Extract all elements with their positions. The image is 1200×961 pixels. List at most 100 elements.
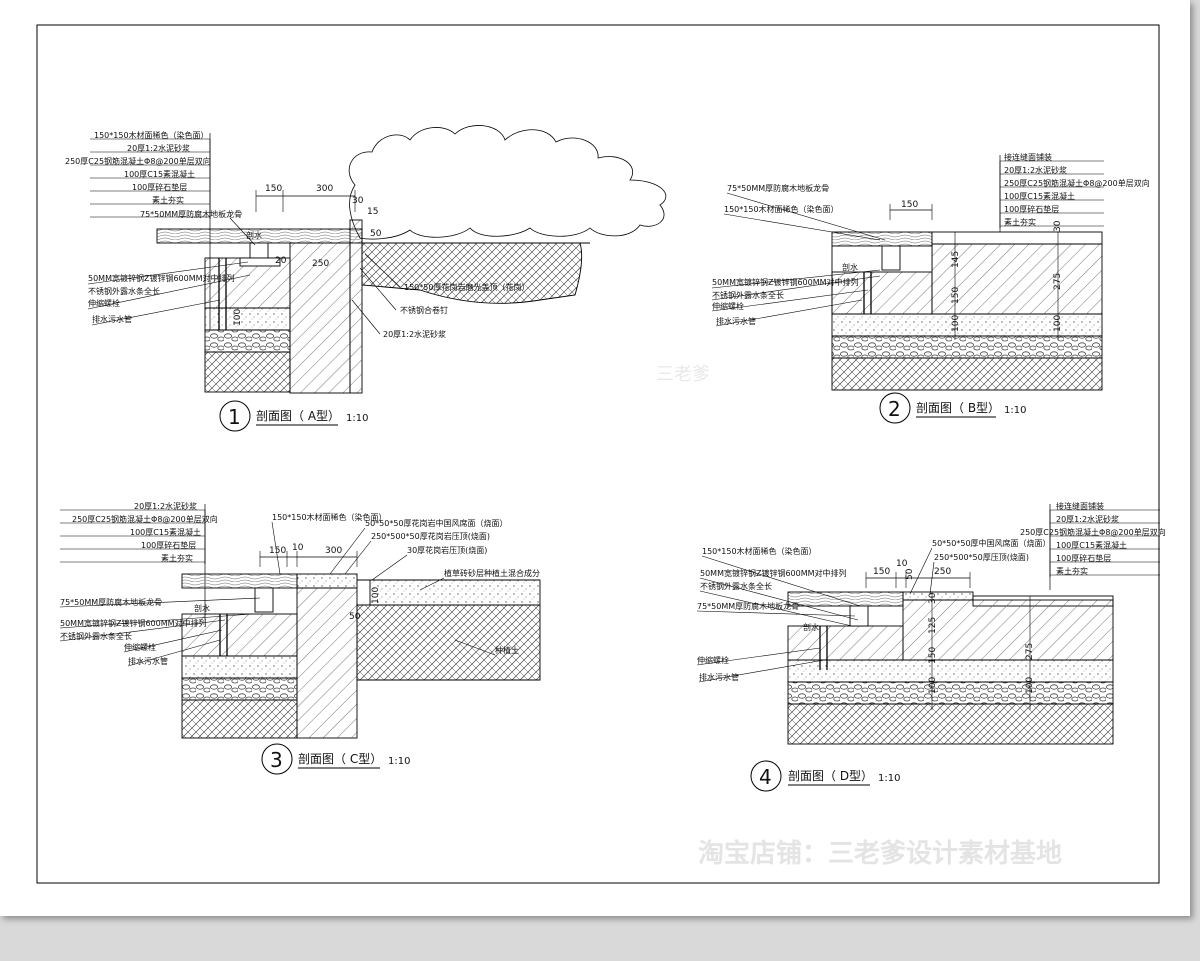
section-d-number: 4 [759, 765, 772, 789]
leader-line [711, 269, 881, 289]
rc-slab-low [787, 625, 904, 661]
leader-line [699, 577, 859, 621]
section-a-number: 1 [228, 405, 241, 429]
section-d-number-circle [750, 760, 782, 792]
section-c-top-callout-1: 150*150木材面稀色（染色面） [272, 512, 387, 522]
section-b-number: 2 [888, 397, 901, 421]
stone-cap [296, 573, 358, 589]
section-d-callout-3: 75*50MM厚防腐木地板龙骨 [697, 601, 799, 611]
section-d-layer-3: 250厚C25钢筋混凝土Φ8@200单层双向 [1020, 527, 1166, 537]
section-a: 150*150木材面稀色（染色面） 20厚1:2水泥砂浆 250厚C25钢筋混凝… [65, 130, 529, 432]
leader-line [726, 192, 886, 241]
section-c-dim-100: 100 [371, 587, 381, 604]
section-d-layer-1: 接连缝面铺装 [1056, 501, 1104, 511]
leader-line [723, 213, 881, 241]
section-a-title: 剖面图（ A型） [256, 409, 340, 423]
section-d-callout-2: 不锈钢外露水条全长 [700, 581, 772, 591]
leader-line [271, 521, 281, 575]
section-b-number-circle [879, 392, 911, 424]
section-b-dim-275: 275 [1053, 273, 1063, 290]
section-d-layer-4: 100厚C15素混凝土 [1056, 540, 1127, 550]
leader-line [699, 590, 853, 627]
stone-cap [349, 219, 363, 394]
paving [931, 231, 1103, 245]
plain-concrete [787, 659, 1114, 683]
leader-line [359, 267, 397, 311]
tree-canopy [348, 125, 667, 240]
section-c-top-callout-5: 植草砖砂层种植土混合成分 [444, 568, 540, 578]
joist [249, 242, 269, 259]
section-c-layer-5: 素土夯实 [161, 553, 193, 563]
leader-line [909, 547, 933, 595]
section-b-callout-6: 排水污水管 [716, 316, 756, 326]
section-d-layer-5: 100厚碎石垫层 [1056, 553, 1111, 563]
section-b-dim-150b: 150 [951, 287, 961, 304]
section-b-dim-100b: 100 [1053, 315, 1063, 332]
gravel-layer [787, 681, 1114, 705]
section-d-top-callout-3: 250*500*50厚压顶(烧面) [934, 552, 1029, 562]
gravel-layer [181, 677, 298, 701]
section-b-layer-3: 250厚C25钢筋混凝土Φ8@200单层双向 [1004, 178, 1150, 188]
leader-line [87, 274, 251, 310]
section-a-dim-100: 100 [233, 309, 243, 326]
section-c-side-note: 剖水 [194, 603, 210, 613]
section-b-layer-1: 接连缝面铺装 [1004, 152, 1052, 162]
section-b-dim-30: 30 [1053, 220, 1063, 232]
section-c-callout-5: 排水污水管 [128, 656, 168, 666]
section-d-dim-10: 10 [896, 559, 908, 569]
rc-slab [902, 599, 1114, 661]
wood-deck [787, 591, 904, 607]
leader-line [344, 540, 372, 575]
section-a-callout-3: 不锈钢外露水条全长 [88, 286, 160, 296]
compacted-soil [204, 351, 291, 393]
section-b-layer-6: 素土夯实 [1004, 217, 1036, 227]
section-a-scale: 1:10 [346, 413, 368, 424]
section-b-layer-5: 100厚碎石垫层 [1004, 204, 1059, 214]
section-d-dim-250: 250 [934, 567, 951, 577]
section-a-dim-300: 300 [316, 184, 333, 194]
leader-line [696, 647, 821, 666]
joist [881, 245, 901, 271]
section-a-layer-3: 250厚C25钢筋混凝土Φ8@200单层双向 [65, 156, 211, 166]
section-d-top-callout-2: 50*50*50厚中国风席面（烧面） [932, 538, 1051, 548]
section-a-dim-20: 20 [275, 256, 287, 266]
section-d-dim-100b: 100 [1025, 677, 1035, 694]
section-c-layer-4: 100厚碎石垫层 [141, 540, 196, 550]
section-c-layer-2: 250厚C25钢筋混凝土Φ8@200单层双向 [72, 514, 218, 524]
section-d: 接连缝面铺装 20厚1:2水泥砂浆 250厚C25钢筋混凝土Φ8@200单层双向… [697, 501, 1166, 792]
section-b-callout-3: 50MM宽镀锌钢Z镀锌钢600MM对中排列 [712, 277, 859, 287]
section-c-scale: 1:10 [388, 756, 410, 767]
leader-line [711, 275, 881, 301]
section-d-dim-150b: 150 [928, 647, 938, 664]
section-d-callout-4: 伸缩螺栓 [697, 655, 729, 665]
section-d-callout-1: 50MM宽镀锌钢Z镀锌钢600MM对中排列 [700, 568, 847, 578]
section-c-callout-4: 伸缩螺栓 [124, 642, 156, 652]
leader-line [87, 261, 249, 285]
section-a-dim-250: 250 [312, 259, 329, 269]
grass-soil [361, 242, 583, 304]
section-a-dim-15: 15 [367, 207, 378, 217]
section-b-side-note: 剖水 [842, 262, 858, 272]
section-d-top-callout-1: 150*150木材面稀色（染色面） [702, 546, 817, 556]
section-c-layer-1: 20厚1:2水泥砂浆 [134, 501, 197, 511]
section-d-dim-125: 125 [928, 617, 938, 634]
section-c-title: 剖面图（ C型） [298, 752, 382, 766]
section-c-callout-3: 不锈钢外露水条全长 [60, 631, 132, 641]
section-c-right-callout-1: 种植土 [495, 645, 519, 655]
section-a-layer-2: 20厚1:2水泥砂浆 [127, 143, 190, 153]
gravel-layer [204, 329, 291, 353]
leader-line [419, 577, 445, 591]
section-b-layer-2: 20厚1:2水泥砂浆 [1004, 165, 1067, 175]
gravel-layer [831, 335, 1103, 359]
section-c-callout-2: 50MM宽镀锌钢Z镀锌钢600MM对中排列 [60, 618, 207, 628]
shop-watermark: 淘宝店铺：三老爹设计素材基地 [698, 838, 1062, 869]
section-d-layer-2: 20厚1:2水泥砂浆 [1056, 514, 1119, 524]
leader-line [123, 629, 223, 653]
leader-line [127, 639, 221, 667]
section-a-callout-1: 75*50MM厚防腐木地板龙骨 [140, 209, 242, 219]
leader-line [329, 527, 366, 575]
section-c-top-callout-2: 50*50*50厚花岗岩中国风席面（烧面） [365, 518, 508, 528]
section-d-dim-100a: 100 [928, 677, 938, 694]
plain-concrete [204, 307, 291, 331]
section-c: 20厚1:2水泥砂浆 250厚C25钢筋混凝土Φ8@200单层双向 100厚C1… [60, 501, 540, 775]
